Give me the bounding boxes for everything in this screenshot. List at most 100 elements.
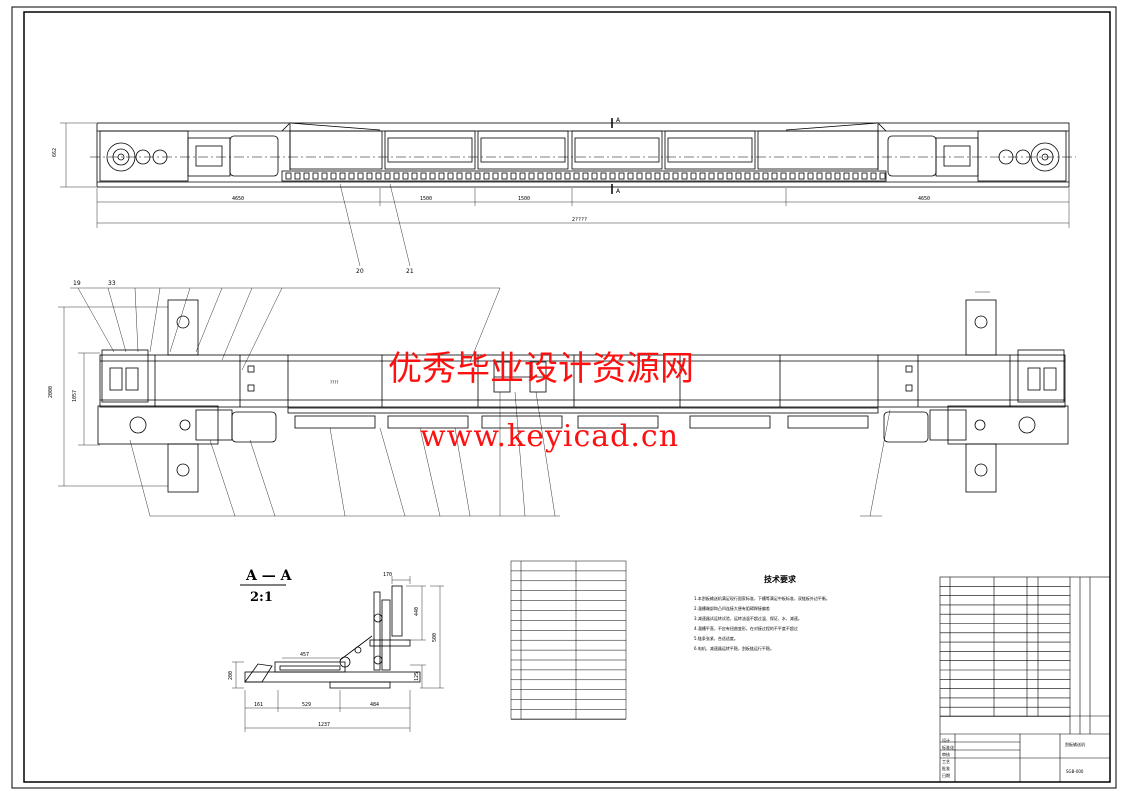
chain-hole	[690, 172, 697, 180]
chain-hole	[663, 172, 670, 180]
height-dim: 662	[52, 148, 58, 157]
sec-dim-484: 484	[370, 702, 379, 708]
sec-dim-457: 457	[300, 652, 309, 658]
chain-hole	[762, 172, 769, 180]
chain-hole	[492, 172, 499, 180]
chain-hole	[834, 172, 841, 180]
chain-hole	[456, 172, 463, 180]
chain-hole	[789, 172, 796, 180]
drawing-code: SGB-000	[1066, 769, 1084, 774]
chain-hole	[870, 172, 877, 180]
balloon-33: 33	[108, 280, 116, 287]
sec-dim-125: 125	[414, 672, 420, 681]
chain-hole	[618, 172, 625, 180]
tech-req-item: 2.溜槽端部和凸凹连接大便有阻碍焊接偏差	[694, 605, 770, 611]
chain-hole	[384, 172, 391, 180]
sec-dim-500: 500	[432, 633, 438, 642]
chain-hole	[771, 172, 778, 180]
chain-hole	[555, 172, 562, 180]
watermark-cn: 优秀毕业设计资源网	[388, 349, 694, 389]
drawing-title: 刮板输送机	[1065, 741, 1085, 747]
parameter-table	[510, 560, 627, 720]
tb-cell-label: 工艺	[942, 759, 950, 764]
technical-requirements: 技术要求 1.本刮板输送机满足现行国家标准，下槽等满足中板标准，双链板外边平衡。…	[694, 574, 830, 651]
dim-mid1: 1500	[420, 196, 432, 202]
section-title: A — A	[245, 568, 293, 584]
dim-left: 4650	[232, 196, 244, 202]
chain-hole	[672, 172, 679, 180]
tb-cell-label: 批准	[942, 765, 950, 771]
top-view	[60, 118, 1076, 267]
tech-req-item: 4.溜槽平直，不应有扭曲变形，在对接过程的不平度不超过	[694, 625, 798, 631]
chain-hole	[780, 172, 787, 180]
chain-hole	[681, 172, 688, 180]
section-mark-top: A	[616, 117, 621, 124]
sec-dim-529: 529	[302, 702, 311, 708]
chain-hole	[330, 172, 337, 180]
balloon-20: 20	[356, 268, 364, 275]
balloon-19: 19	[73, 280, 81, 287]
chain-hole	[816, 172, 823, 180]
chain-hole	[582, 172, 589, 180]
chain-hole	[564, 172, 571, 180]
front-view	[58, 287, 1069, 517]
chain-hole	[339, 172, 346, 180]
chain-hole	[483, 172, 490, 180]
chain-hole	[447, 172, 454, 180]
tech-req-item: 1.本刮板输送机满足现行国家标准，下槽等满足中板标准，双链板外边平衡。	[694, 595, 830, 601]
tb-cell-label: 审核	[942, 751, 950, 757]
chain-hole	[321, 172, 328, 180]
chain-hole	[411, 172, 418, 180]
chain-hole	[573, 172, 580, 180]
chain-hole	[807, 172, 814, 180]
section-view: A — A 2:1	[228, 568, 444, 732]
tech-req-item: 5.链条张紧，合适适度。	[694, 635, 738, 641]
section-scale: 2:1	[250, 590, 273, 605]
tech-req-heading: 技术要求	[764, 574, 797, 584]
chain-hole	[825, 172, 832, 180]
chain-hole	[348, 172, 355, 180]
dim-right: 4650	[918, 196, 930, 202]
chain-hole	[501, 172, 508, 180]
sec-dim-200: 200	[228, 671, 234, 680]
chain-hole	[699, 172, 706, 180]
chain-hole	[591, 172, 598, 180]
chain-hole	[798, 172, 805, 180]
chain-hole	[420, 172, 427, 180]
chain-hole	[609, 172, 616, 180]
chain-hole	[852, 172, 859, 180]
chain-hole	[285, 172, 292, 180]
inner-frame	[23, 11, 1111, 783]
chain-hole	[717, 172, 724, 180]
balloon-21: 21	[406, 268, 414, 275]
overall-dim: 2????	[572, 217, 587, 223]
tb-cell-label: 标准化	[942, 744, 954, 750]
chain-hole	[510, 172, 517, 180]
section-mark-bottom: A	[616, 188, 621, 195]
chain-hole	[474, 172, 481, 180]
chain-hole	[726, 172, 733, 180]
chain-hole	[600, 172, 607, 180]
sec-dim-1237: 1237	[318, 722, 330, 728]
chain-hole	[627, 172, 634, 180]
chain-hole	[438, 172, 445, 180]
chain-hole	[312, 172, 319, 180]
tech-req-item: 6.电机、减速器运转平稳，刮板链运行平稳。	[694, 645, 774, 651]
chain-hole	[735, 172, 742, 180]
chain-hole	[519, 172, 526, 180]
chain-hole	[465, 172, 472, 180]
center-label: ????	[330, 380, 339, 385]
chain-hole	[357, 172, 364, 180]
tb-cell-label: 日期	[942, 772, 950, 778]
width-dim-inner: 1057	[72, 390, 78, 402]
chain-hole	[861, 172, 868, 180]
title-block	[939, 576, 1111, 783]
chain-hole	[303, 172, 310, 180]
chain-hole	[402, 172, 409, 180]
chain-hole	[843, 172, 850, 180]
chain-hole	[366, 172, 373, 180]
tb-cell-label: 设计	[942, 737, 950, 743]
chain-hole	[546, 172, 553, 180]
chain-hole	[393, 172, 400, 180]
